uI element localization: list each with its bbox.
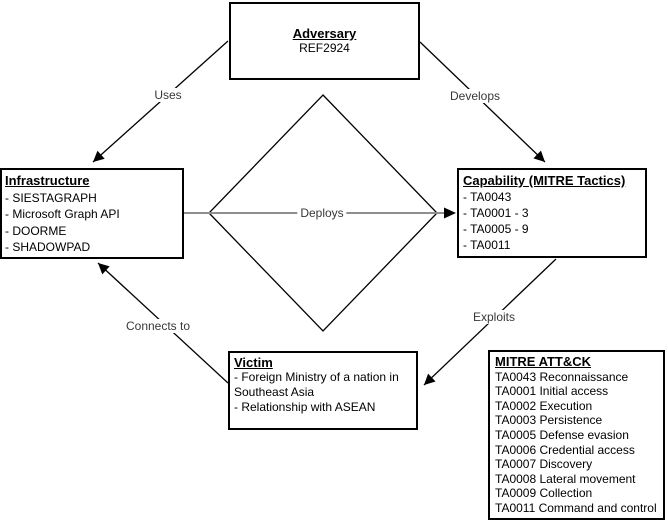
victim-title: Victim [234, 355, 273, 370]
list-item: TA0003 Persistence [495, 413, 603, 428]
diamond-shape [208, 94, 438, 332]
list-item: - Relationship with ASEAN [234, 400, 376, 414]
adversary-title: Adversary [292, 26, 357, 41]
list-item: - SIESTAGRAPH [5, 190, 97, 205]
develops-label: Develops [446, 89, 504, 103]
adversary-subtitle: REF2924 [299, 41, 350, 55]
node-capability: Capability (MITRE Tactics) - TA0043 - TA… [457, 168, 647, 258]
list-item: - Microsoft Graph API [5, 207, 120, 221]
connects-to-label: Connects to [122, 319, 194, 333]
list-item: TA0009 Collection [495, 486, 593, 501]
list-item: TA0005 Defense evasion [495, 427, 629, 442]
list-item: TA0001 Initial access [495, 384, 609, 399]
node-victim: Victim - Foreign Ministry of a nation in… [228, 351, 418, 430]
node-mitre-attack-legend: MITRE ATT&CK TA0043 Reconnaissance TA000… [488, 350, 665, 520]
list-item: TA0006 Credential access [495, 442, 635, 457]
infrastructure-title: Infrastructure [5, 173, 90, 188]
deploys-arrowhead-icon [444, 207, 456, 219]
mitre-title: MITRE ATT&CK [495, 354, 592, 369]
list-item: TA0011 Command and control [495, 500, 657, 515]
list-item: - TA0043 [463, 190, 512, 204]
list-item: - TA0001 - 3 [463, 206, 529, 220]
capability-title: Capability (MITRE Tactics) [463, 173, 626, 188]
uses-label: Uses [151, 88, 185, 102]
list-item: TA0043 Reconnaissance [495, 369, 629, 384]
list-item: - SHADOWPAD [5, 240, 91, 254]
list-item: - TA0011 [463, 238, 511, 252]
deploys-label: Deploys [297, 206, 347, 220]
list-item: TA0002 Execution [495, 398, 593, 413]
exploits-label: Exploits [469, 310, 519, 324]
node-infrastructure: Infrastructure - SIESTAGRAPH - Microsoft… [0, 168, 184, 259]
list-item: TA0007 Discovery [495, 457, 593, 472]
list-item: - DOORME [5, 223, 67, 238]
node-adversary: Adversary REF2924 [229, 2, 420, 80]
list-item: - Foreign Ministry of a nation in Southe… [234, 370, 399, 399]
list-item: TA0008 Lateral movement [495, 471, 636, 486]
list-item: - TA0005 - 9 [463, 222, 529, 236]
